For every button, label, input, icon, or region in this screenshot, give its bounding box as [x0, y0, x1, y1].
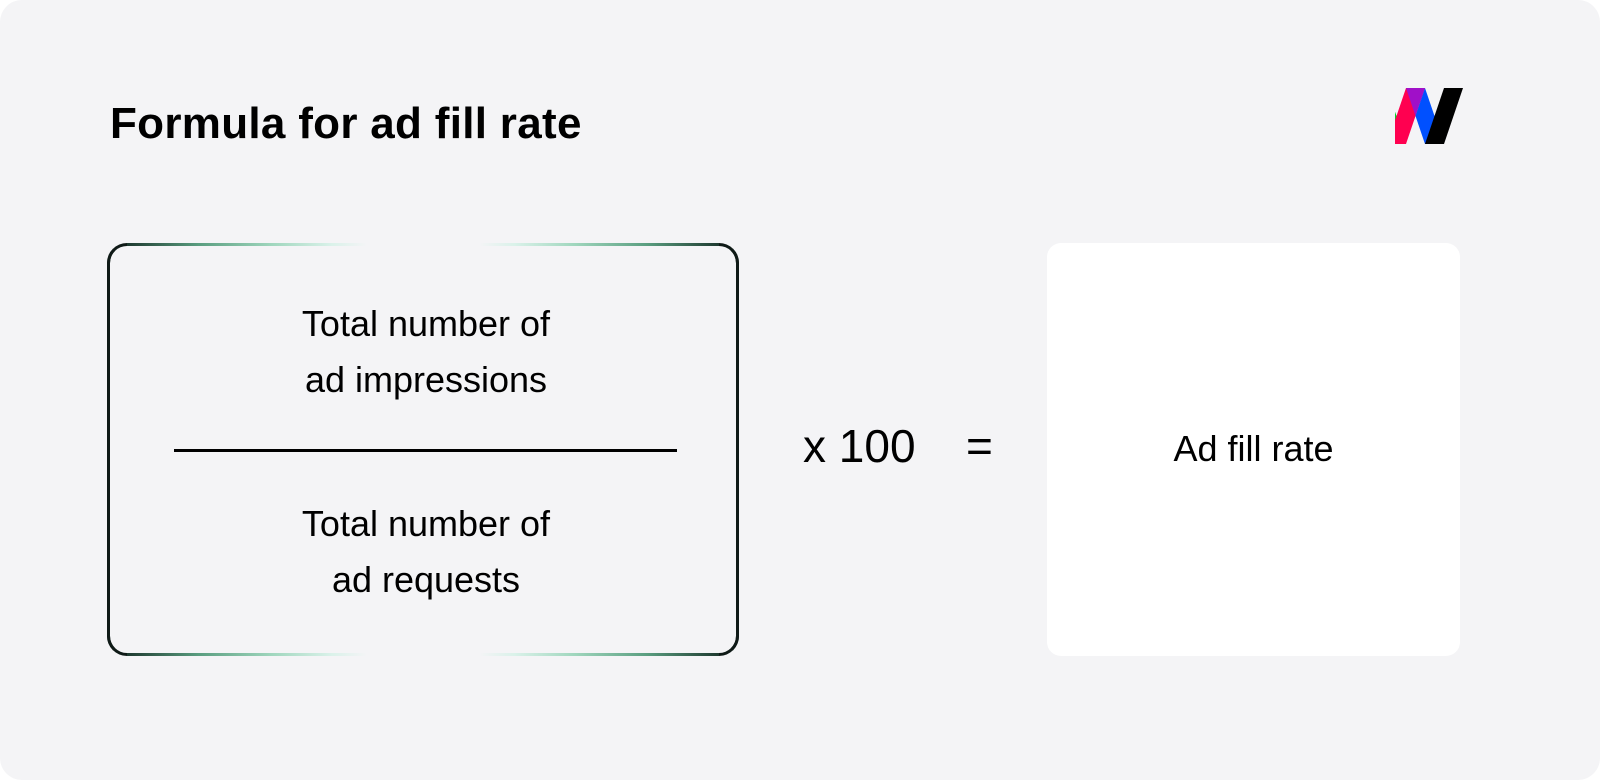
box-corner	[719, 636, 739, 656]
box-corner	[107, 243, 127, 263]
numerator: Total number of ad impressions	[110, 296, 742, 408]
numerator-line-2: ad impressions	[304, 359, 548, 400]
box-corner	[107, 636, 127, 656]
gradient-border-bottom-left	[127, 653, 367, 656]
numerator-line-1: Total number of	[301, 303, 551, 344]
result-label: Ad fill rate	[1173, 428, 1334, 469]
page-title: Formula for ad fill rate	[110, 99, 582, 148]
denominator-line-1: Total number of	[301, 503, 551, 544]
denominator: Total number of ad requests	[110, 496, 742, 608]
result-box: Ad fill rate	[1047, 243, 1460, 656]
gradient-border-top-left	[127, 243, 367, 246]
denominator-line-2: ad requests	[331, 559, 521, 600]
fraction-divider	[174, 449, 677, 452]
formula-fraction-box: Total number of ad impressions Total num…	[107, 243, 739, 656]
w-logo-icon	[1395, 88, 1463, 144]
equals-sign: =	[966, 420, 993, 472]
box-corner	[719, 243, 739, 263]
multiplier-text: x 100	[803, 420, 916, 472]
gradient-border-bottom-right	[479, 653, 719, 656]
gradient-border-top-right	[479, 243, 719, 246]
